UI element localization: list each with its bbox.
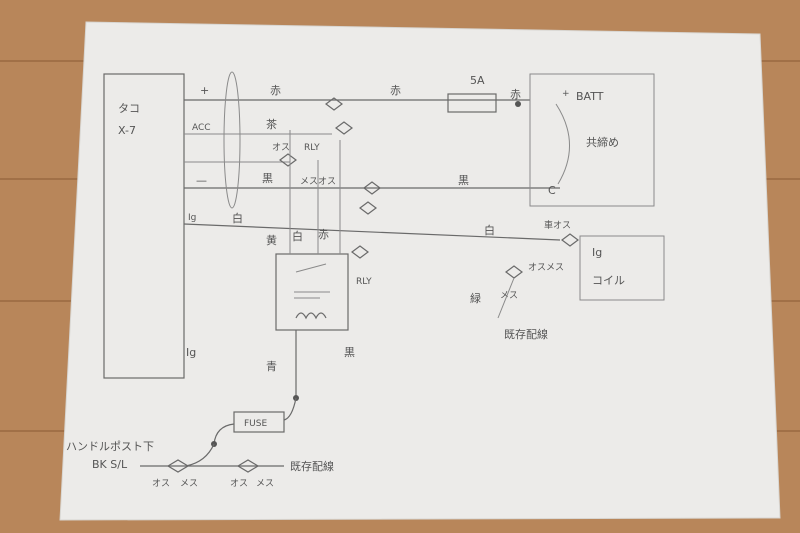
relay-coil: [295, 312, 327, 320]
ignition-line2: コイル: [592, 274, 625, 287]
fuse-5a: [447, 93, 497, 113]
bottom-connector-2: [236, 459, 260, 473]
battery-note: 共締め: [586, 135, 619, 149]
connector-ig-plug: [561, 233, 579, 247]
connector-red-1: [325, 97, 343, 111]
term-plus: +: [200, 84, 209, 97]
relay-red: 赤: [318, 228, 329, 241]
connector-relay-1: [359, 201, 377, 215]
label-white-right: 白: [484, 223, 495, 237]
bottom-c1b: メス: [180, 479, 198, 489]
blue-to-fuse: [283, 397, 297, 421]
connector-red-2: [335, 121, 353, 135]
relay-yellow: 黄: [266, 233, 277, 247]
tacho-ig-label: Ig: [186, 346, 196, 359]
connector-green-mesu: メス: [500, 291, 518, 301]
ignition-coil-box: [579, 235, 665, 301]
relay-white: 白: [292, 229, 303, 243]
inline-fuse-label: FUSE: [244, 419, 267, 429]
green-label: 緑: [470, 291, 481, 305]
wire-ig-white: [183, 223, 561, 241]
relay-box: [275, 253, 349, 331]
inline-fuse: [233, 411, 285, 433]
label-red-top: 赤: [270, 84, 281, 97]
fuse-5a-label: 5A: [470, 74, 485, 87]
battery-minus: C: [548, 184, 556, 197]
bottom-title: ハンドルポスト下: [66, 440, 154, 453]
label-black-mid: 黒: [458, 174, 469, 187]
label-black: 黒: [262, 172, 273, 185]
fuse-node: [515, 101, 521, 107]
bottom-c2b: メス: [256, 479, 274, 489]
relay-black-low: 黒: [344, 346, 355, 359]
existing-wiring-right: 既存配線: [504, 327, 548, 341]
battery-box: [529, 73, 655, 207]
connector-ig-mesu: [505, 265, 523, 279]
connector-relay-2: [351, 245, 369, 259]
tacho-model: X-7: [118, 124, 136, 137]
battery-strap: [555, 103, 570, 185]
harness-loop: [223, 71, 241, 209]
blue-label: 青: [266, 360, 277, 373]
battery-plus: +: [562, 89, 570, 99]
term-ig: Ig: [188, 213, 196, 223]
connector-ig-osu: オスメス: [528, 262, 564, 273]
battery-label: BATT: [576, 90, 604, 103]
bottom-code: BK S/L: [92, 458, 128, 471]
bottom-drop: [185, 443, 215, 467]
relay-switch: [295, 263, 327, 273]
connector-brown: [279, 153, 297, 167]
ignition-line1: Ig: [592, 246, 602, 259]
bottom-existing: 既存配線: [290, 459, 334, 473]
term-minus: —: [196, 174, 207, 187]
connector-relay-label-l: RLY: [304, 143, 320, 153]
green-wire: [497, 277, 515, 319]
label-white: 白: [232, 211, 243, 225]
label-red-small: 赤: [510, 88, 521, 101]
label-brown: 茶: [266, 118, 277, 131]
bottom-c1a: オス: [152, 478, 170, 489]
connector-brown-label: オス: [272, 142, 290, 153]
bottom-c2a: オス: [230, 478, 248, 489]
label-red-mid: 赤: [390, 84, 401, 97]
bottom-connector-1: [166, 459, 190, 473]
connector-black: [363, 181, 381, 195]
connector-relay-label-r: RLY: [356, 277, 372, 287]
tacho-box: [103, 73, 185, 379]
term-acc: ACC: [192, 123, 211, 133]
ignition-plug-label: 車オス: [544, 219, 571, 231]
tacho-name: タコ: [118, 102, 140, 115]
paper-sheet: [59, 21, 781, 521]
